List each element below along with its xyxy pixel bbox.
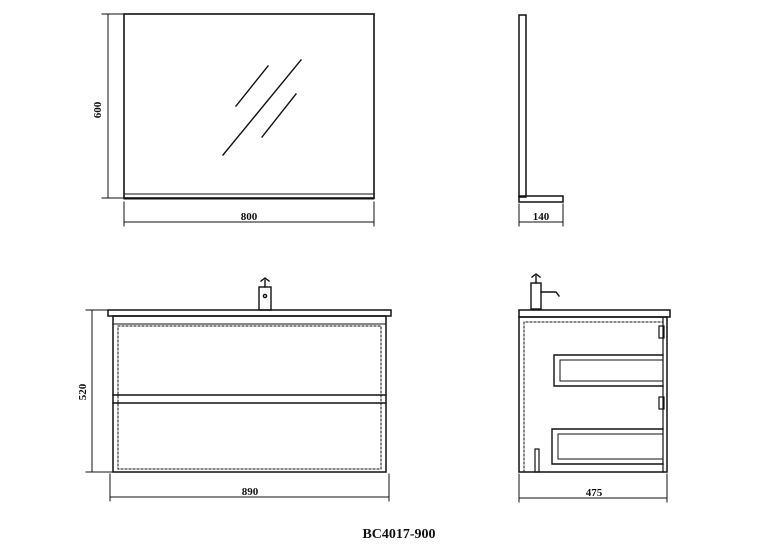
side-cabinet-body bbox=[518, 316, 668, 473]
side-faucet-body bbox=[530, 282, 542, 310]
side-faucet-spout bbox=[540, 291, 560, 297]
upper-drawer-box-outer bbox=[553, 354, 664, 387]
cabinet-width-dimension bbox=[109, 473, 390, 502]
side-faucet-handle bbox=[531, 273, 541, 278]
lower-drawer-box-inner bbox=[557, 433, 664, 460]
faucet-handle bbox=[260, 277, 270, 282]
model-caption: BC4017-900 bbox=[362, 527, 435, 542]
faucet-outlet bbox=[262, 293, 268, 299]
cabinet-width-label: 890 bbox=[242, 486, 259, 498]
faucet-body bbox=[258, 286, 272, 311]
cabinet-depth-label: 475 bbox=[586, 487, 603, 499]
mirror-side-view bbox=[518, 14, 564, 203]
cabinet-depth-dimension bbox=[518, 473, 668, 503]
mirror-front-view bbox=[123, 13, 375, 200]
mirror-width-label: 800 bbox=[241, 211, 258, 223]
mirror-frame bbox=[123, 13, 375, 199]
lower-drawer-handle bbox=[658, 396, 665, 410]
mirror-height-label: 600 bbox=[92, 101, 104, 118]
side-basin-top bbox=[518, 309, 671, 318]
mirror-height-dimension bbox=[101, 13, 125, 199]
drain-pipe bbox=[534, 448, 540, 473]
mirror-side-shelf bbox=[518, 195, 564, 203]
upper-drawer-handle bbox=[658, 325, 665, 339]
cabinet-side-view bbox=[518, 273, 671, 473]
side-hidden-outline bbox=[523, 321, 664, 473]
mirror-width-dimension bbox=[123, 201, 375, 227]
basin-lip bbox=[112, 315, 387, 325]
upper-drawer-box-inner bbox=[559, 359, 664, 382]
cabinet-body bbox=[112, 315, 387, 473]
lower-drawer-box-outer bbox=[551, 428, 664, 465]
cabinet-height-dimension bbox=[85, 309, 114, 473]
mirror-reflection-line-3 bbox=[261, 93, 297, 138]
mirror-reflection-line-1 bbox=[235, 65, 269, 107]
cabinet-height-label: 520 bbox=[77, 383, 89, 400]
mirror-depth-label: 140 bbox=[533, 211, 550, 223]
cabinet-front-view bbox=[107, 277, 392, 473]
mirror-side-panel bbox=[518, 14, 527, 198]
cabinet-hidden-outline bbox=[117, 325, 382, 470]
mirror-depth-dimension bbox=[518, 203, 564, 227]
basin-top bbox=[107, 309, 392, 317]
mirror-reflection-line-2 bbox=[222, 59, 302, 156]
